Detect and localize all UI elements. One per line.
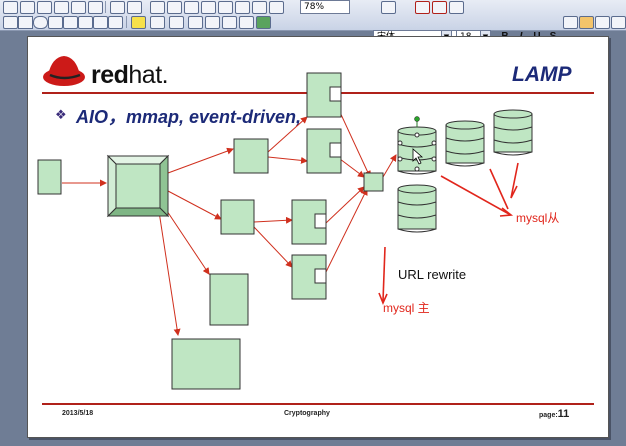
bullet-text[interactable]: AIO，mmap, event-driven, bbox=[76, 107, 302, 127]
footer-rule bbox=[42, 403, 594, 405]
rectangle-icon[interactable] bbox=[18, 16, 33, 29]
diagram-box-d[interactable] bbox=[171, 338, 241, 390]
expand-icon[interactable] bbox=[235, 1, 250, 14]
diagram-box-b[interactable] bbox=[220, 199, 255, 235]
zoom-select[interactable]: 78% bbox=[300, 0, 350, 14]
toolbar-row-standard: 78% bbox=[0, 0, 626, 15]
toolbar: 78% 宋体 ▼ 18 ▼ B I U S bbox=[0, 0, 626, 45]
redhat-wordmark: redhat. bbox=[91, 61, 169, 90]
connector-arrows bbox=[62, 94, 397, 336]
slide-canvas[interactable]: redhat. LAMP ❖ AIO，mmap, event-driven, bbox=[27, 36, 609, 438]
diagram-box-webserver[interactable] bbox=[106, 154, 170, 218]
annotation-url-rewrite[interactable]: URL rewrite bbox=[398, 267, 467, 282]
line-style-icon[interactable] bbox=[188, 16, 203, 29]
diagram-box-client[interactable] bbox=[37, 159, 62, 195]
diagram-box-a[interactable] bbox=[233, 138, 269, 174]
show-formatting-icon[interactable] bbox=[269, 1, 284, 14]
preview-icon[interactable] bbox=[20, 1, 35, 14]
textbox-icon[interactable] bbox=[48, 16, 63, 29]
database-cylinder-slave-1[interactable] bbox=[445, 120, 485, 167]
slide-layout-icon[interactable] bbox=[449, 1, 464, 14]
footer-page-label: page: bbox=[539, 412, 558, 419]
picture-icon[interactable] bbox=[108, 16, 123, 29]
bullet-icon: ❖ bbox=[55, 108, 67, 123]
annotation-mysql-master[interactable]: mysql 主 bbox=[383, 301, 430, 315]
logo-word-bold: red bbox=[91, 61, 129, 89]
toolbar-row-drawing: 宋体 ▼ 18 ▼ B I U S bbox=[0, 15, 626, 45]
3d-style-icon[interactable] bbox=[256, 16, 271, 29]
line-color-icon[interactable] bbox=[150, 16, 165, 29]
logo-word-thin: hat. bbox=[128, 61, 169, 89]
redhat-logo-icon bbox=[43, 56, 85, 86]
hyperlink-icon[interactable] bbox=[150, 1, 165, 14]
copy-icon[interactable] bbox=[71, 1, 86, 14]
diagram-box-e[interactable] bbox=[306, 72, 342, 118]
oval-icon[interactable] bbox=[33, 16, 48, 29]
slide-title[interactable]: LAMP bbox=[512, 63, 572, 86]
toolbar-separator bbox=[105, 1, 106, 13]
paste-icon[interactable] bbox=[88, 1, 103, 14]
toolbar-separator bbox=[126, 16, 127, 28]
new-slide-icon[interactable] bbox=[432, 1, 447, 14]
diagram-box-g[interactable] bbox=[291, 199, 327, 245]
diagram-box-c[interactable] bbox=[209, 273, 249, 326]
dash-style-icon[interactable] bbox=[205, 16, 220, 29]
color-grayscale-icon[interactable] bbox=[252, 1, 267, 14]
fill-color-icon[interactable] bbox=[131, 16, 146, 29]
shadow-style-icon[interactable] bbox=[239, 16, 254, 29]
design-icon[interactable] bbox=[415, 1, 430, 14]
diagram-icon[interactable] bbox=[78, 16, 93, 29]
mouse-cursor-icon bbox=[412, 148, 424, 165]
print-icon[interactable] bbox=[3, 1, 18, 14]
arrow-style-icon[interactable] bbox=[222, 16, 237, 29]
undo-icon[interactable] bbox=[110, 1, 125, 14]
clipart-icon[interactable] bbox=[93, 16, 108, 29]
footer-date: 2013/5/18 bbox=[62, 410, 94, 417]
wordart-icon[interactable] bbox=[63, 16, 78, 29]
footer-page: page:11 bbox=[539, 408, 569, 420]
database-cylinder-rewrite[interactable] bbox=[397, 184, 437, 233]
diagram-box-f[interactable] bbox=[306, 128, 342, 174]
align-right-icon[interactable] bbox=[595, 16, 610, 29]
database-cylinder-slave-2[interactable] bbox=[493, 109, 533, 156]
table-icon[interactable] bbox=[167, 1, 182, 14]
database-cylinder-master[interactable] bbox=[397, 116, 437, 175]
diagram-box-h[interactable] bbox=[291, 254, 327, 300]
insert-icon[interactable] bbox=[201, 1, 216, 14]
help-icon[interactable] bbox=[381, 1, 396, 14]
grid-icon[interactable] bbox=[218, 1, 233, 14]
align-left-icon[interactable] bbox=[563, 16, 578, 29]
spell-check-icon[interactable] bbox=[37, 1, 52, 14]
chart-icon[interactable] bbox=[184, 1, 199, 14]
annotation-arrows bbox=[378, 162, 519, 306]
font-color-icon[interactable] bbox=[169, 16, 184, 29]
align-center-icon[interactable] bbox=[579, 16, 594, 29]
footer-center: Cryptography bbox=[284, 410, 330, 417]
diagram bbox=[37, 72, 533, 390]
justify-icon[interactable] bbox=[611, 16, 626, 29]
footer-page-number: 11 bbox=[557, 408, 570, 420]
diagram-box-proxy[interactable] bbox=[363, 172, 384, 192]
redo-icon[interactable] bbox=[127, 1, 142, 14]
line-icon[interactable] bbox=[3, 16, 18, 29]
annotation-mysql-slave[interactable]: mysql从 bbox=[516, 211, 560, 225]
cut-icon[interactable] bbox=[54, 1, 69, 14]
